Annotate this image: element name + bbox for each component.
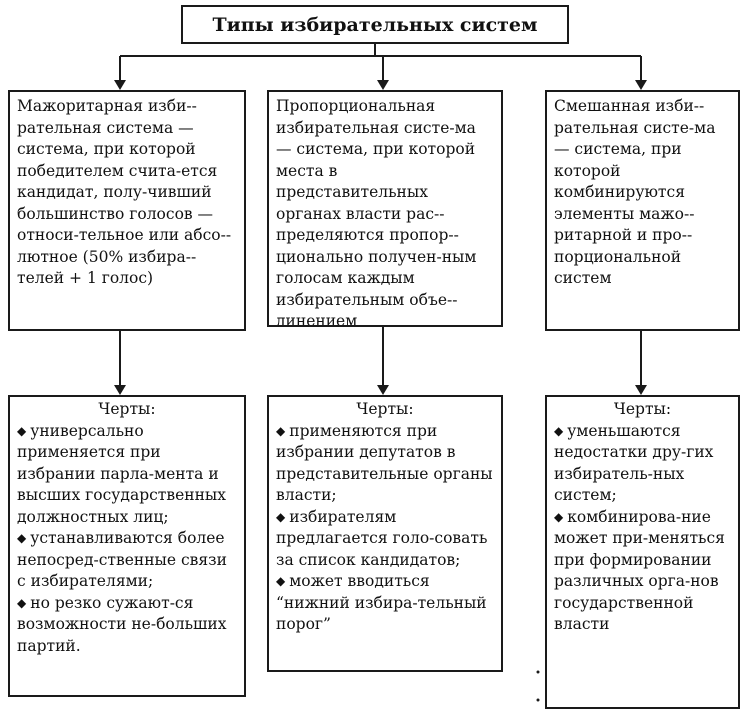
feature-text: может вводиться “нижний избира-­тельный … — [276, 572, 487, 633]
feature-text: но резко сужают-­ся возможности не-­боль… — [17, 593, 227, 655]
features-heading: Черты: — [98, 400, 156, 418]
feature-text: универсально применяется при избрании па… — [17, 421, 227, 526]
diamond-bullet-icon: ◆ — [554, 423, 564, 438]
diamond-bullet-icon: ◆ — [276, 574, 286, 588]
arrow-head-majoritarian — [114, 80, 126, 90]
features-heading: Черты: — [356, 400, 414, 418]
definition-proportional: Пропорциональная избирательная систе-­ма… — [267, 90, 503, 327]
features-mixed: Черты: ◆уменьшаются недостатки дру-­гих … — [545, 395, 740, 709]
link-arrow-proportional — [377, 385, 389, 395]
diamond-bullet-icon: ◆ — [276, 423, 286, 438]
features-majoritarian: Черты: ◆универсально применяется при изб… — [8, 395, 246, 697]
diamond-bullet-icon: ◆ — [276, 509, 286, 524]
diagram-title: Типы избирательных систем — [181, 5, 569, 44]
feature-item: ◆может вводиться “нижний избира-­тельный… — [276, 571, 494, 636]
speck-dot — [536, 670, 540, 674]
feature-text: применяются при избрании депутатов в пре… — [276, 421, 493, 505]
feature-item: ◆но резко сужают-­ся возможности не-­бол… — [17, 593, 237, 658]
feature-text: комбинирова-­ние может при-­меняться при… — [554, 507, 725, 634]
definition-majoritarian: Мажоритарная изби-­рательная система — с… — [8, 90, 246, 331]
link-arrow-mixed — [635, 385, 647, 395]
features-heading: Черты: — [613, 400, 672, 418]
diamond-bullet-icon: ◆ — [554, 509, 564, 524]
feature-item: ◆уменьшаются недостатки дру-­гих избират… — [554, 421, 731, 507]
feature-item: ◆комбинирова-­ние может при-­меняться пр… — [554, 507, 731, 636]
diamond-bullet-icon: ◆ — [17, 423, 27, 438]
feature-text: устанавливаются более непосред-­ственные… — [17, 529, 227, 590]
speck-dot — [536, 698, 540, 702]
diamond-bullet-icon: ◆ — [17, 531, 27, 545]
diamond-bullet-icon: ◆ — [17, 595, 27, 610]
link-arrow-majoritarian — [114, 385, 126, 395]
feature-item: ◆применяются при избрании депутатов в пр… — [276, 421, 494, 507]
feature-text: уменьшаются недостатки дру-­гих избирате… — [554, 421, 714, 505]
features-proportional: Черты: ◆применяются при избрании депутат… — [267, 395, 503, 672]
arrow-head-proportional — [377, 80, 389, 90]
feature-item: ◆универсально применяется при избрании п… — [17, 421, 237, 529]
feature-text: избирателям предлагается голо-­совать за… — [276, 507, 488, 569]
feature-item: ◆избирателям предлагается голо-­совать з… — [276, 507, 494, 572]
definition-mixed: Смешанная изби-­рательная систе-­ма — си… — [545, 90, 740, 331]
arrow-head-mixed — [635, 80, 647, 90]
feature-item: ◆устанавливаются более непосред-­ственны… — [17, 528, 237, 593]
